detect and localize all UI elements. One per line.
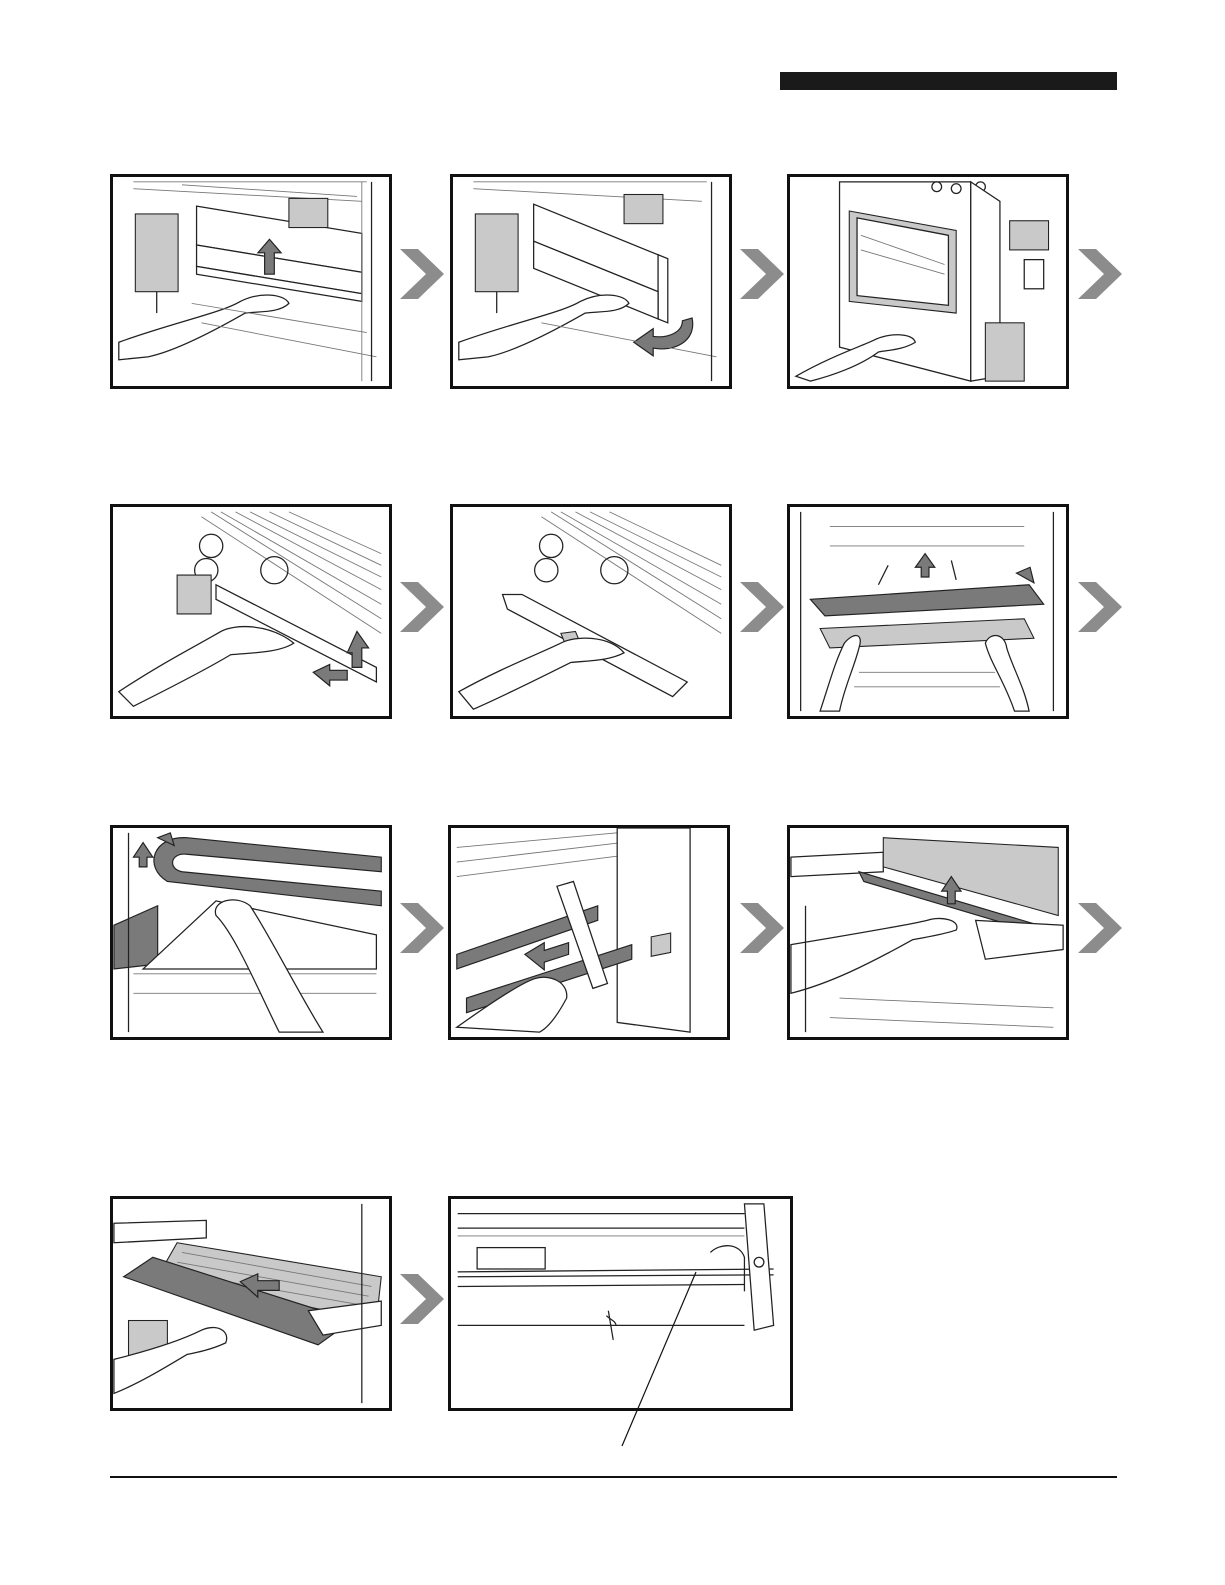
lift-burner-tube-illustration [113, 828, 389, 1037]
chevron-right-icon [400, 903, 444, 953]
remove-end-panel-illustration [790, 177, 1066, 386]
step-8-panel [448, 825, 730, 1040]
lift-finger-plate-illustration [790, 828, 1066, 1037]
pull-out-air-finger-illustration [451, 828, 727, 1037]
slide-out-finger-plate-illustration [113, 1199, 389, 1408]
step-5-panel [450, 504, 732, 719]
chevron-right-icon [1078, 249, 1122, 299]
remove-crumb-tray-illustration [453, 507, 729, 716]
step-7-panel [110, 825, 392, 1040]
chevron-right-icon [1078, 903, 1122, 953]
callout-leader-line [610, 1270, 710, 1450]
rotate-panel-out-illustration [453, 177, 729, 386]
step-6-panel [787, 504, 1069, 719]
chevron-right-icon [400, 1274, 444, 1324]
chevron-right-icon [740, 249, 784, 299]
slide-out-crumb-tray-illustration [113, 507, 389, 716]
chevron-right-icon [400, 249, 444, 299]
lift-out-finger-cover-illustration [790, 507, 1066, 716]
chevron-right-icon [1078, 582, 1122, 632]
step-10-panel [110, 1196, 392, 1411]
chevron-right-icon [740, 582, 784, 632]
step-2-panel [450, 174, 732, 389]
chevron-right-icon [400, 582, 444, 632]
chevron-right-icon [740, 903, 784, 953]
lift-panel-up-illustration [113, 177, 389, 386]
footer-rule [110, 1476, 1117, 1478]
header-bar [780, 72, 1117, 90]
step-9-panel [787, 825, 1069, 1040]
step-3-panel [787, 174, 1069, 389]
step-1-panel [110, 174, 392, 389]
step-4-panel [110, 504, 392, 719]
